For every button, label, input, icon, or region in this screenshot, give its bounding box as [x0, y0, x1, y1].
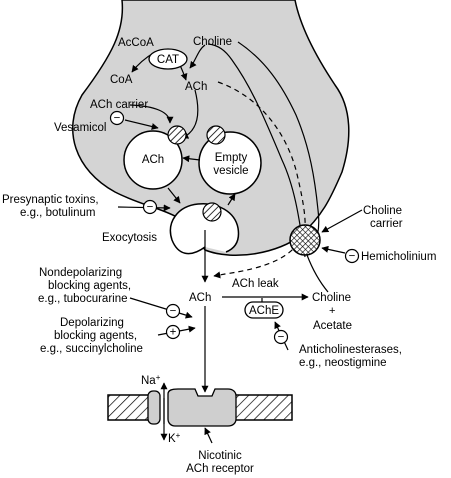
choline-to-cat-line [207, 43, 306, 258]
label-presynaptic-toxins-1: Presynaptic toxins, [2, 194, 99, 206]
label-ach-vesicle: ACh [142, 154, 164, 166]
label-na: Na+ [141, 373, 161, 387]
label-hemicholinium: Hemicholinium [361, 251, 436, 263]
label-depol-2: blocking agents, [54, 330, 137, 342]
label-vesamicol: Vesamicol [54, 122, 106, 134]
label-nondepol-2: blocking agents, [48, 280, 131, 292]
toxin-inhibit-symbol [142, 199, 158, 215]
choline-to-ach-synthesis-line [189, 44, 206, 69]
label-depol-1: Depolarizing [60, 317, 124, 329]
vesicle-to-exocytosis-arrow [167, 187, 181, 204]
choline-uptake-line [237, 41, 329, 293]
label-choline-carrier-2: carrier [370, 218, 403, 230]
label-presynaptic-toxins-2: e.g., botulinum [20, 207, 95, 219]
label-choline-top: Choline [193, 36, 232, 48]
ach-leak-dashed-line [213, 81, 306, 279]
label-ach-synthesis: ACh [185, 81, 207, 93]
ache-enzyme [244, 301, 284, 319]
exocytosis-carrier [202, 202, 222, 222]
label-anticholinesterase-1: Anticholinesterases, [299, 344, 402, 356]
depol-stimulate-sign: + [170, 327, 177, 339]
choline-carrier-label-arrow [321, 209, 363, 233]
label-ach-carrier: ACh carrier [90, 99, 148, 111]
vesamicol-inhibit-sign: − [114, 113, 121, 125]
label-exocytosis: Exocytosis [102, 232, 157, 244]
label-nicotinic-1: Nicotinic [198, 450, 242, 462]
label-ach-cleft: ACh [189, 292, 211, 304]
toxin-inhibit-sign: − [147, 202, 154, 214]
depol-stimulate-symbol [165, 324, 181, 340]
exocytosis-to-empty-arrow [227, 193, 236, 206]
label-depol-3: e.g., succinylcholine [40, 343, 143, 355]
label-anticholinesterase-2: e.g., neostigmine [299, 357, 387, 369]
label-nondepol-1: Nondepolarizing [39, 267, 122, 279]
label-empty-vesicle-1: Empty [215, 152, 248, 164]
label-nicotinic-2: ACh receptor [186, 463, 254, 475]
label-ach-leak: ACh leak [232, 278, 279, 290]
label-empty-vesicle-2: vesicle [213, 165, 248, 177]
nondepol-inhibit-sign: − [170, 306, 177, 318]
hemicholinium-arrow [321, 245, 346, 254]
cat-enzyme [148, 48, 188, 70]
vesamicol-arrow [124, 119, 159, 130]
label-ache: AChE [249, 305, 279, 317]
anticholinesterase-inhibit-sign: − [278, 332, 285, 344]
ach-vesicle [123, 130, 183, 190]
label-cat: CAT [157, 54, 179, 66]
nondepol-inhibit-symbol [165, 303, 181, 319]
label-acetate: Acetate [313, 320, 352, 332]
label-plus: + [329, 305, 335, 317]
label-nondepol-3: e.g., tubocurarine [38, 293, 128, 305]
receptor-label-arrow [204, 427, 213, 444]
postsynaptic-membrane-right [231, 394, 293, 421]
vesamicol-inhibit-symbol [109, 110, 125, 126]
vesicle-ach-carrier [167, 125, 187, 145]
exocytosis-vesicle [169, 203, 240, 255]
label-coa: CoA [110, 74, 133, 86]
ach-carrier-label-arrow [129, 104, 174, 124]
anticholinesterase-inhibit-symbol [273, 329, 289, 345]
label-choline-carrier-1: Choline [363, 205, 402, 217]
ion-channel-wall [147, 390, 161, 425]
hemicholinium-inhibit-symbol [344, 248, 360, 264]
hemicholinium-inhibit-sign: − [349, 251, 356, 263]
empty-to-ach-vesicle-arrow [182, 155, 201, 163]
nicotinic-receptor [167, 388, 237, 427]
label-accoa: AcCoA [118, 37, 154, 49]
empty-vesicle-carrier [206, 125, 226, 145]
label-choline-hydrolysis: Choline [312, 292, 351, 304]
nondepol-arrow [129, 297, 193, 319]
choline-carrier [289, 224, 321, 256]
label-k: K+ [168, 431, 181, 445]
